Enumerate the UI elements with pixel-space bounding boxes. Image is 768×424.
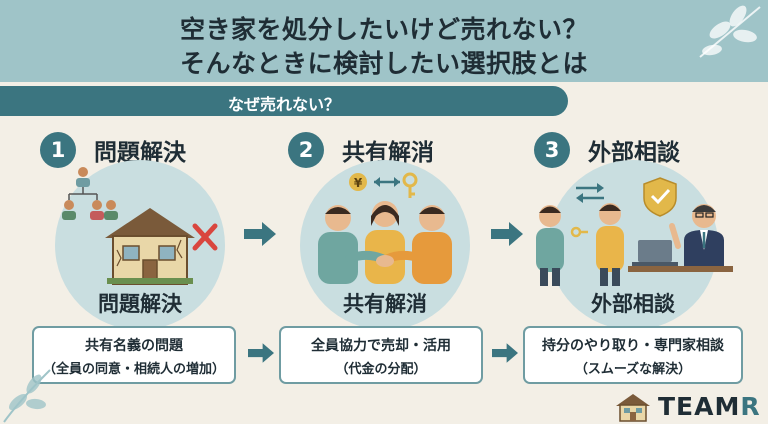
arrow-right-icon xyxy=(492,343,518,363)
step-3-box-line2: （スムーズな解決） xyxy=(574,362,692,377)
step-2-label: 共有解消 xyxy=(343,292,427,316)
page-title-line1: 空き家を処分したいけど売れない？ xyxy=(179,15,588,44)
step-1-label: 問題解決 xyxy=(98,292,182,316)
family-tree-house-icon xyxy=(62,167,218,285)
step-2-number: 2 xyxy=(288,132,324,168)
arrow-right-icon xyxy=(248,343,274,363)
header-banner xyxy=(0,0,768,82)
arrow-right-icon xyxy=(244,222,276,246)
leaf-decoration-icon xyxy=(3,369,51,423)
step-1-box-line1: 共有名義の問題 xyxy=(85,338,183,354)
step-2-box-line1: 全員協力で売却・活用 xyxy=(311,338,451,354)
arrow-right-icon xyxy=(491,222,523,246)
brand-logo-text: TEAMR xyxy=(658,392,761,421)
subheader-text: なぜ売れない？ xyxy=(227,95,340,114)
leaf-decoration-icon xyxy=(699,5,761,58)
step-3-number: 3 xyxy=(534,132,570,168)
step-3-label: 外部相談 xyxy=(591,292,675,316)
step-3-box-line1: 持分のやり取り・専門家相談 xyxy=(542,338,724,354)
subheader-bar: なぜ売れない？ xyxy=(0,86,568,116)
step-1-info-box: 共有名義の問題 （全員の同意・相続人の増加） xyxy=(32,326,236,384)
step-1-box-line2: （全員の同意・相続人の増加） xyxy=(42,362,225,377)
people-handshake-icon: ¥ xyxy=(318,172,452,284)
step-2-info-box: 全員協力で売却・活用 （代金の分配） xyxy=(279,326,483,384)
brand-logo-accent: R xyxy=(740,392,761,421)
brand-logo-main: TEAM xyxy=(658,392,741,421)
consultation-icon xyxy=(536,177,733,286)
step-3-info-box: 持分のやり取り・専門家相談 （スムーズな解決） xyxy=(523,326,743,384)
step-1-number: 1 xyxy=(40,132,76,168)
yen-symbol: ¥ xyxy=(354,176,363,190)
page-title-line2: そんなときに検討したい選択肢とは xyxy=(179,49,588,78)
step-2-box-line2: （代金の分配） xyxy=(335,362,427,377)
house-logo-icon xyxy=(616,394,650,422)
